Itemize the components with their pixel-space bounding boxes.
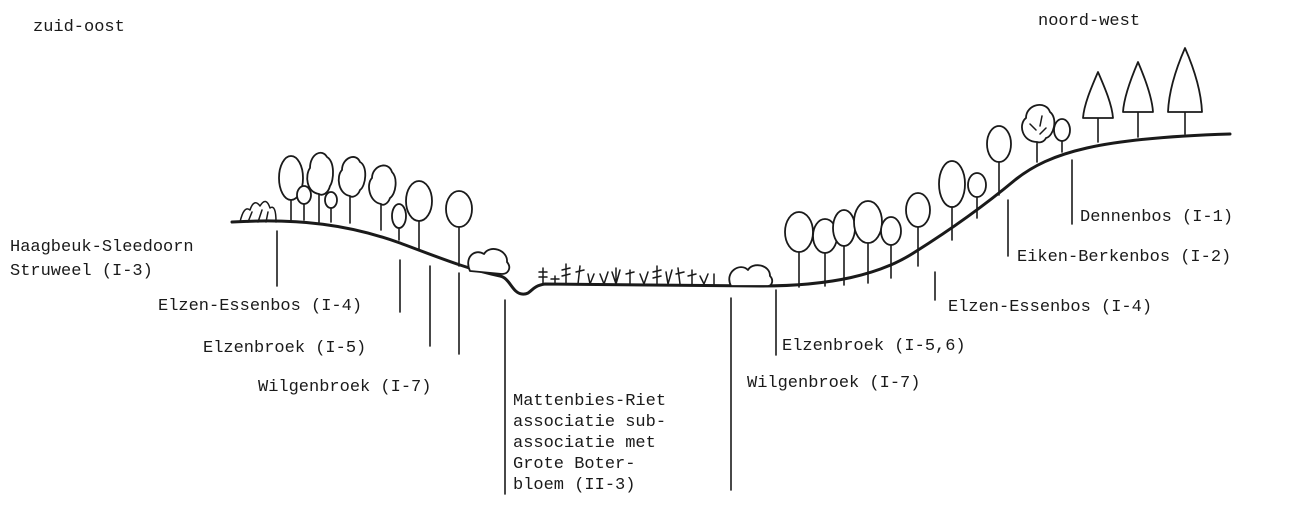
- tree-icon: [832, 209, 856, 286]
- label-haagbeuk-line2: Struweel (I-3): [10, 262, 153, 281]
- right-woodland-trees: [728, 47, 1203, 288]
- label-haagbeuk-line1: Haagbeuk-Sleedoorn: [10, 238, 194, 257]
- tree-icon: [296, 185, 312, 221]
- label-mattenbies-line5: bloem (II-3): [513, 476, 635, 495]
- bush-icon: [728, 264, 774, 287]
- label-mattenbies-line2: associatie sub-: [513, 413, 666, 432]
- conifer-icon: [1167, 47, 1203, 135]
- label-elzenbroek-left: Elzenbroek (I-5): [203, 339, 366, 358]
- tree-icon: [967, 172, 987, 219]
- marsh-vegetation: [538, 263, 715, 285]
- tree-icon: [278, 155, 304, 221]
- tree-icon: [784, 211, 814, 288]
- orientation-left: zuid-oost: [33, 18, 125, 37]
- tree-icon: [368, 164, 397, 231]
- ground-profile: [230, 132, 1232, 296]
- tree-icon: [306, 151, 334, 223]
- left-woodland-trees: [239, 151, 511, 275]
- tree-icon: [1053, 118, 1071, 153]
- tree-icon: [445, 190, 473, 267]
- tree-icon: [938, 160, 966, 241]
- label-mattenbies-line1: Mattenbies-Riet: [513, 392, 666, 411]
- conifer-icon: [1082, 71, 1114, 143]
- shrub-icon: [239, 200, 277, 223]
- tree-icon: [391, 203, 407, 241]
- label-mattenbies-line4: Grote Boter-: [513, 455, 635, 474]
- tree-icon: [853, 200, 883, 284]
- bush-icon: [467, 248, 511, 275]
- tree-icon: [1021, 104, 1056, 163]
- leader-lines: [276, 159, 1073, 495]
- tree-icon: [880, 216, 902, 279]
- label-wilgenbroek-right: Wilgenbroek (I-7): [747, 374, 920, 393]
- tree-icon: [905, 192, 931, 267]
- orientation-right: noord-west: [1038, 12, 1140, 31]
- label-elzenbroek-right: Elzenbroek (I-5,6): [782, 337, 966, 356]
- label-mattenbies-line3: associatie met: [513, 434, 656, 453]
- tree-icon: [986, 125, 1012, 196]
- label-dennenbos: Dennenbos (I-1): [1080, 208, 1233, 227]
- tree-icon: [812, 218, 838, 287]
- label-wilgenbroek-left: Wilgenbroek (I-7): [258, 378, 431, 397]
- conifer-icon: [1122, 61, 1154, 138]
- tree-icon: [405, 180, 433, 251]
- label-elzen-essenbos-right: Elzen-Essenbos (I-4): [948, 298, 1152, 317]
- label-eiken-berkenbos: Eiken-Berkenbos (I-2): [1017, 248, 1231, 267]
- tree-icon: [337, 156, 367, 224]
- label-elzen-essenbos-left: Elzen-Essenbos (I-4): [158, 297, 362, 316]
- tree-icon: [324, 191, 338, 223]
